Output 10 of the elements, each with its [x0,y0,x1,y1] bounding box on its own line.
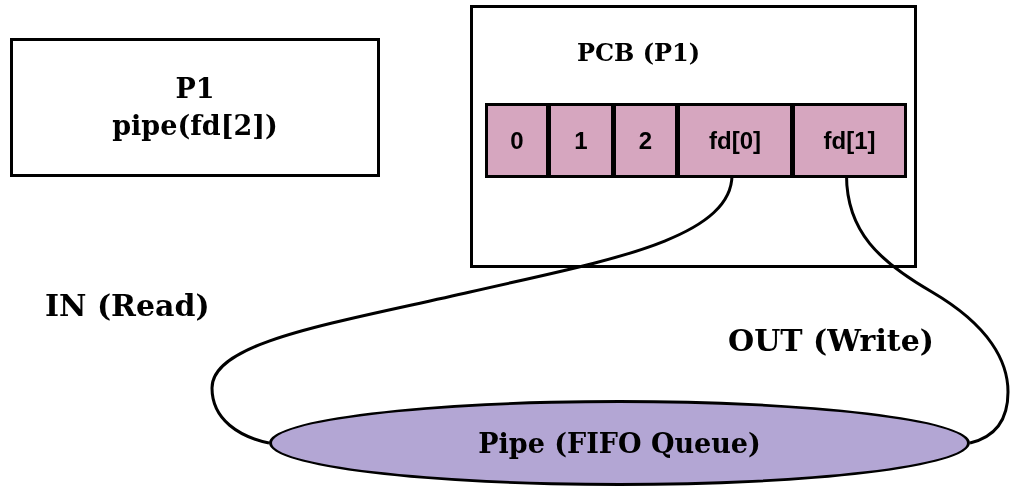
pipe-ellipse: Pipe (FIFO Queue) [269,400,970,486]
table-cell: fd[1] [792,103,907,178]
table-cell: 1 [548,103,614,178]
edge-label: OUT (Write) [728,323,934,358]
table-cell: 2 [613,103,678,178]
table-cell: fd[0] [677,103,793,178]
table-cell: 0 [485,103,549,178]
process-box: P1 pipe(fd[2]) [10,38,380,177]
edge-label: IN (Read) [45,288,210,323]
pcb-box: PCB (P1) 0 1 2 fd[0] fd[1] [470,5,917,268]
